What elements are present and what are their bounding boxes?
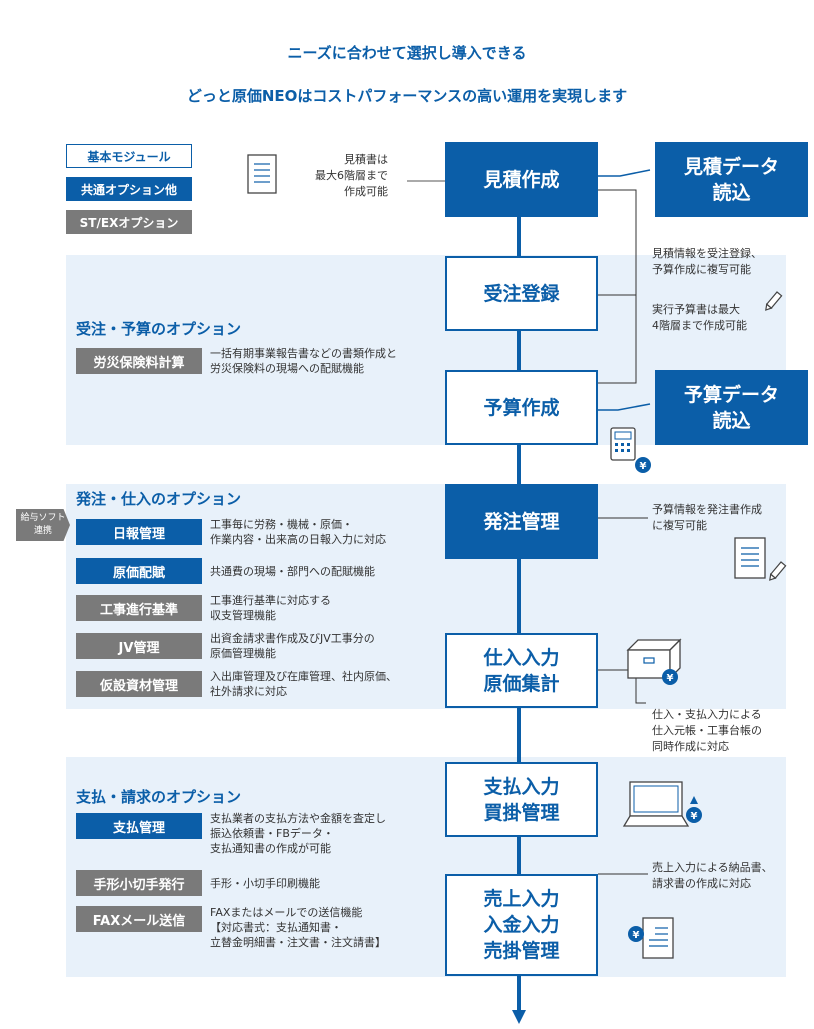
flow-order-receive: 受注登録 — [445, 256, 598, 331]
flow-purchase-order: 発注管理 — [445, 484, 598, 559]
legend-stex: ST/EXオプション — [66, 210, 192, 234]
note-sales: 売上入力による納品書、請求書の作成に対応 — [652, 861, 773, 890]
option-temporary-materials: 仮設資材管理 — [76, 671, 202, 697]
legend-common: 共通オプション他 — [66, 177, 192, 201]
note-copy: 見積情報を受注登録、予算作成に複写可能 — [652, 247, 762, 276]
option-desc: 工事毎に労務・機械・原価・作業内容・出来高の日報入力に対応 — [210, 518, 386, 546]
budget-import-box: 予算データ読込 — [655, 370, 808, 445]
estimate-import-box: 見積データ読込 — [655, 142, 808, 217]
option-desc: FAXまたはメールでの送信機能【対応書式：支払通知書・立替金明細書・注文書・注文… — [210, 906, 386, 949]
option-desc: 共通費の現場・部門への配賦機能 — [210, 565, 375, 578]
section-title-payment: 支払・請求のオプション — [76, 788, 242, 806]
flow-payment: 支払入力買掛管理 — [445, 762, 598, 837]
flow-budget: 予算作成 — [445, 370, 598, 445]
headline-1: ニーズに合わせて選択し導入できる — [287, 44, 527, 62]
option-fax-mail: FAXメール送信 — [76, 906, 202, 932]
note-estimate: 見積書は 最大6階層まで 作成可能 — [315, 153, 388, 198]
flow-purchase-input: 仕入入力原価集計 — [445, 633, 598, 708]
option-desc: 手形・小切手印刷機能 — [210, 877, 320, 890]
option-desc: 支払業者の支払方法や金額を査定し振込依頼書・FBデータ・支払通知書の作成が可能 — [210, 812, 386, 855]
flow-estimate: 見積作成 — [445, 142, 598, 217]
section-title-order-budget: 受注・予算のオプション — [76, 320, 242, 338]
note-purchase: 仕入・支払入力による仕入元帳・工事台帳の同時作成に対応 — [652, 708, 762, 753]
option-desc: 出資金請求書作成及びJV工事分の原価管理機能 — [210, 632, 375, 660]
legend-basic: 基本モジュール — [66, 144, 192, 168]
headline-2: どっと原価NEOはコストパフォーマンスの高い運用を実現します — [186, 87, 628, 105]
option-desc: 入出庫管理及び在庫管理、社内原価、社外請求に対応 — [210, 670, 397, 698]
section-title-purchase: 発注・仕入のオプション — [76, 490, 242, 508]
option-payment-management: 支払管理 — [76, 813, 202, 839]
option-percentage-completion: 工事進行基準 — [76, 595, 202, 621]
option-desc: 一括有期事業報告書などの書類作成と労災保険料の現場への配賦機能 — [210, 347, 397, 375]
option-workers-comp: 労災保険料計算 — [76, 348, 202, 374]
option-jv-management: JV管理 — [76, 633, 202, 659]
option-promissory-note: 手形小切手発行 — [76, 870, 202, 896]
option-daily-report: 日報管理 — [76, 519, 202, 545]
flow-sales: 売上入力入金入力売掛管理 — [445, 874, 598, 976]
option-desc: 工事進行基準に対応する収支管理機能 — [210, 594, 331, 622]
option-cost-allocation: 原価配賦 — [76, 558, 202, 584]
note-po: 予算情報を発注書作成に複写可能 — [652, 503, 762, 532]
payroll-link-tag: 給与ソフト連携 — [16, 509, 70, 541]
